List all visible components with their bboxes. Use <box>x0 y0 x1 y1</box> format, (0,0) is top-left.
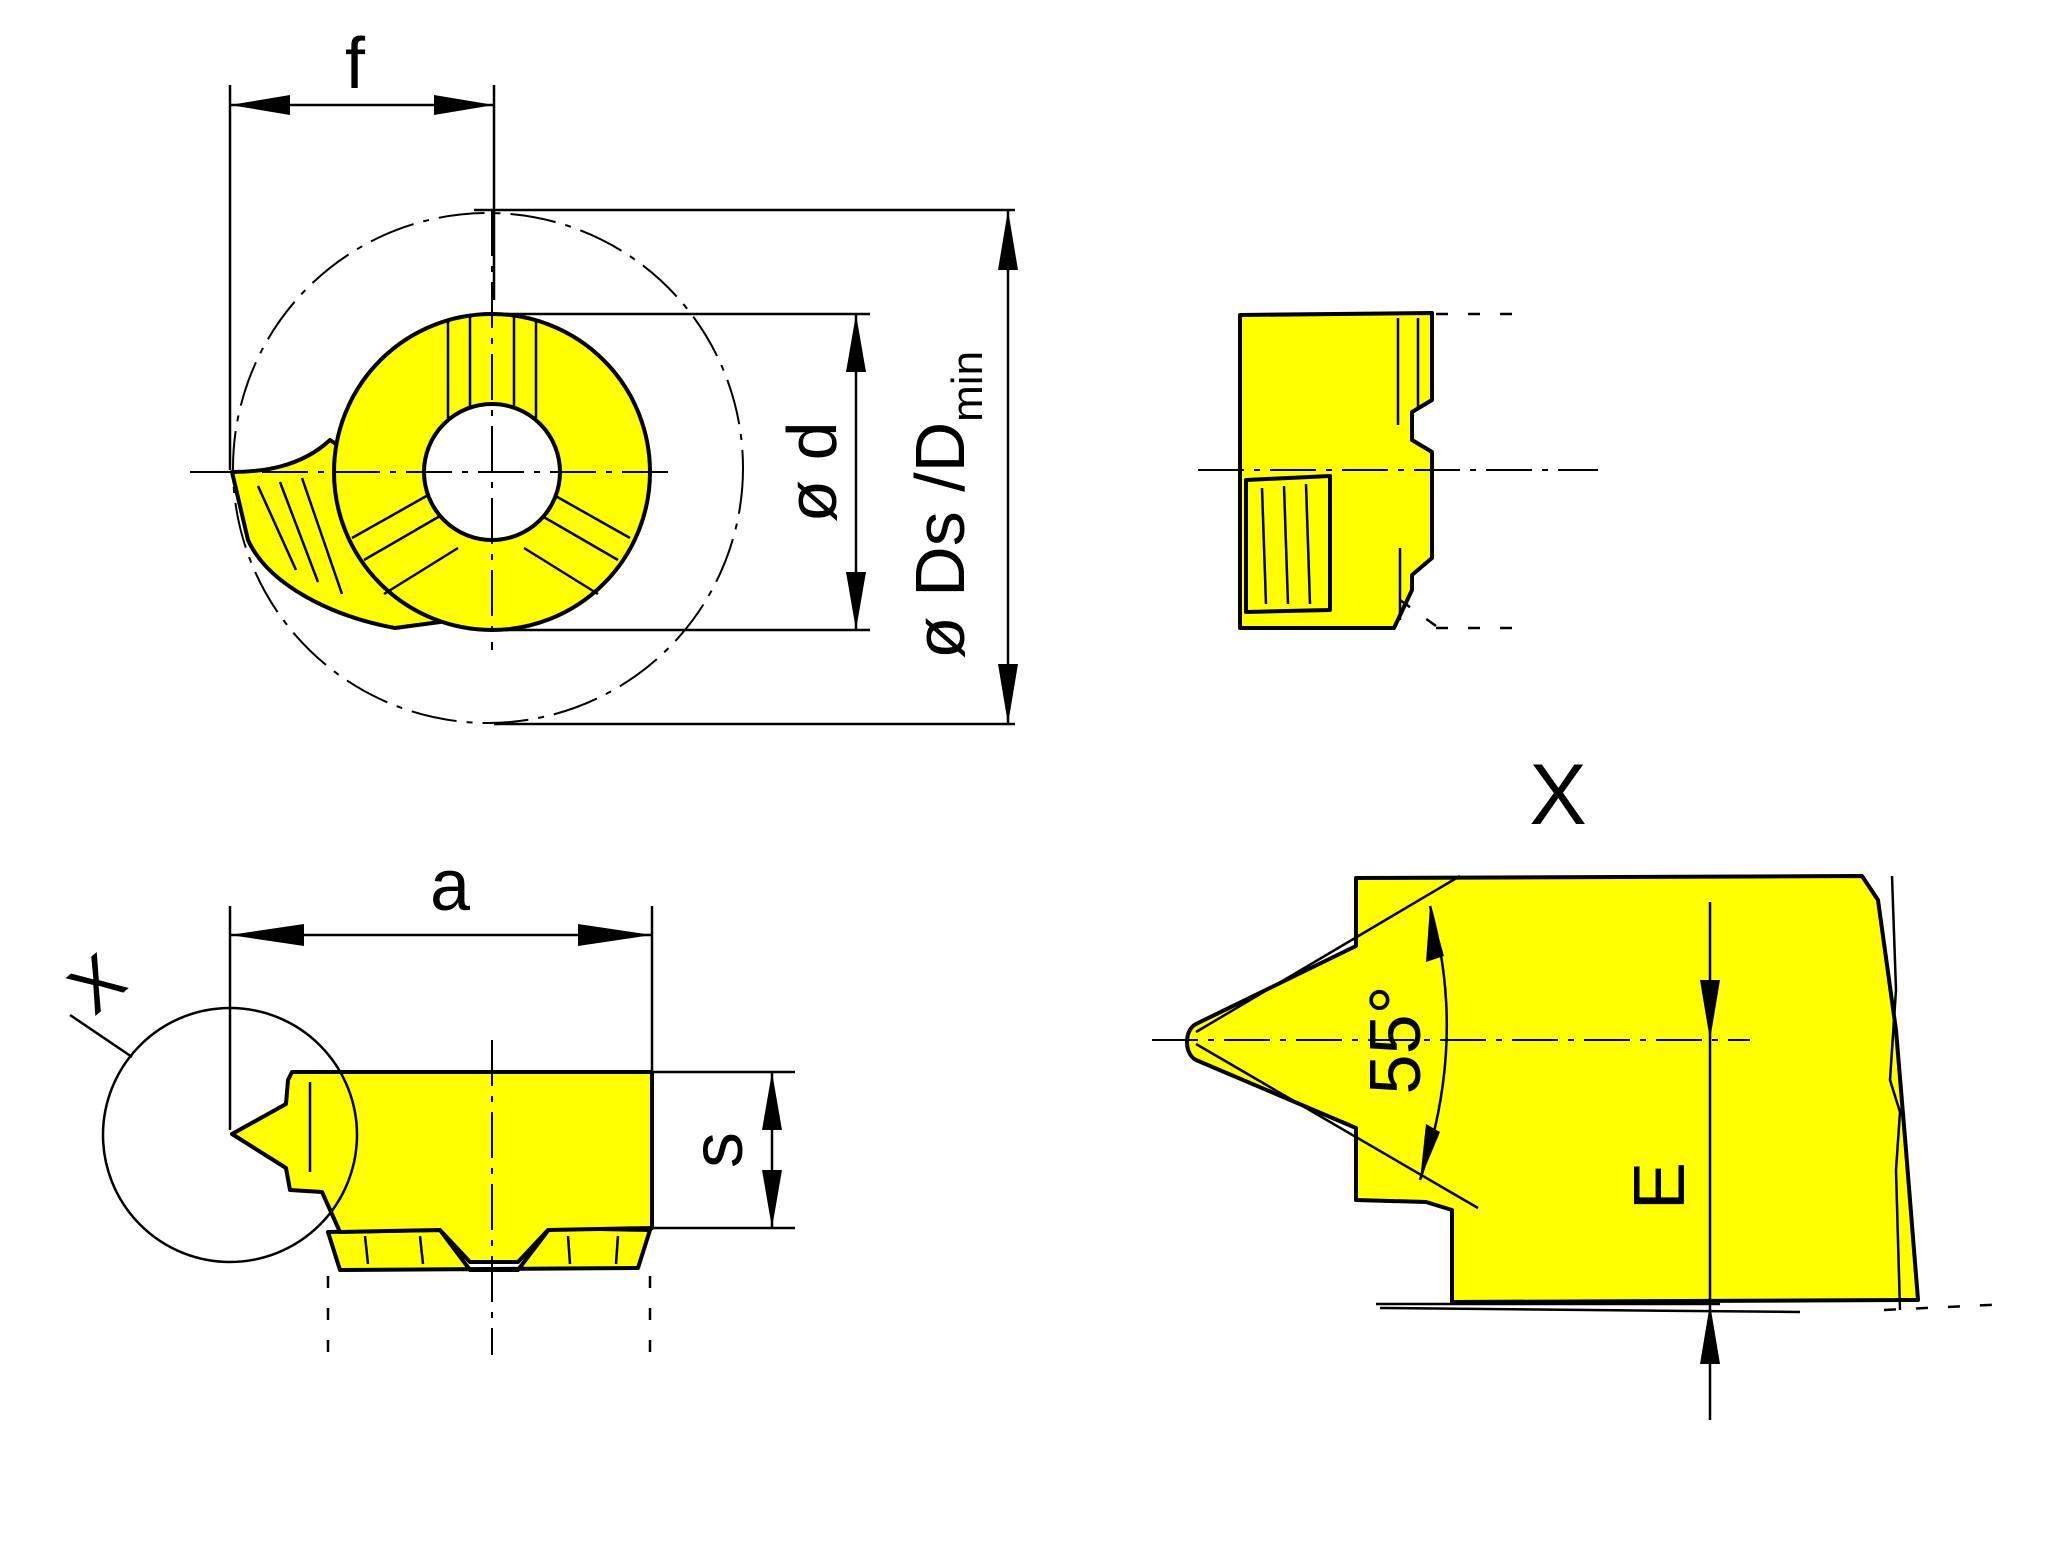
dimension-a-label: a <box>430 846 471 926</box>
top-view: X a s <box>54 846 795 1355</box>
detail-x-view: X 55° E <box>1152 747 2011 1420</box>
cutting-diameter-circle <box>232 212 744 724</box>
dimension-s-label: s <box>678 1132 758 1168</box>
detail-body <box>1185 874 1920 1304</box>
detail-edge-break <box>1888 875 1902 1311</box>
detail-x-title: X <box>1529 747 1586 843</box>
side-view <box>1198 311 1598 630</box>
front-view: f ø d ø Ds /Dmin <box>190 24 1018 726</box>
dimension-f-label: f <box>345 24 366 104</box>
min-subscript: min <box>943 351 992 422</box>
dimension-diameter-d-label: ø d <box>773 421 851 522</box>
dimension-e-label: E <box>1620 1162 1700 1210</box>
flute-lines <box>351 316 631 596</box>
top-body <box>230 1070 654 1264</box>
diameter-ds-text: ø Ds /D <box>901 422 979 659</box>
detail-x-marker: X <box>54 939 140 1029</box>
dimension-diameter-ds-label: ø Ds /Dmin <box>901 351 992 659</box>
